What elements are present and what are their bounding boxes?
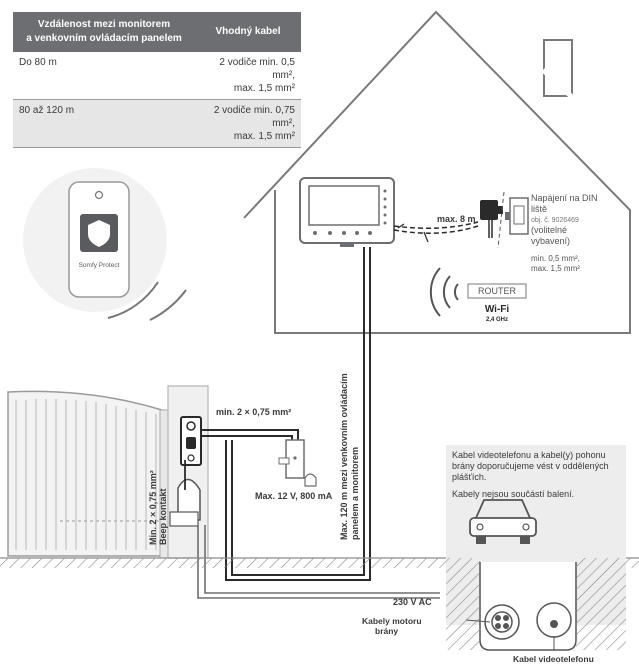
router-box [467, 283, 527, 299]
motor-cables-label-2: brány [375, 626, 398, 636]
wifi-signal-arc [442, 275, 451, 309]
din-cable-1: min. 0,5 mm², [531, 254, 580, 263]
lock-icon [304, 473, 317, 487]
shield-icon [88, 220, 110, 247]
din-ref: obj. č. 9026469 [531, 217, 579, 224]
vertical-label-1: Max. 120 m mezi venkovním ovládacím [339, 373, 349, 540]
remote-keyring-hole [94, 190, 104, 200]
cell-cable-line2: max. 1,5 mm² [233, 131, 295, 142]
electric-lock [278, 439, 317, 487]
din-title: Napájení na DIN [531, 193, 598, 203]
lock-cable-line [201, 429, 299, 440]
outdoor-panel [180, 416, 202, 466]
info-text-3: plášťích. [452, 472, 486, 482]
gate-cable-line1: Min. 2 × 0,75 mm² [148, 470, 158, 545]
remote-illustration [23, 168, 187, 321]
house-illustration [243, 10, 631, 334]
mains-label: 230 V AC [393, 597, 432, 607]
video-cable-label: Kabel videotelefonu [513, 654, 594, 664]
gate-cable-label: Min. 2 × 0,75 mm² Beep kontakt [148, 470, 168, 545]
motor-cables-label-1: Kabely motoru [362, 616, 422, 626]
info-text-4: Kabely nejsou součástí balení. [452, 489, 574, 499]
gate-cable-line2: Beep kontakt [158, 488, 168, 545]
remote-brand: somfy [88, 256, 110, 263]
din-optional-1: (volitelné [531, 225, 567, 235]
distance-label: max. 8 m [437, 214, 476, 224]
table-header-row: Vzdálenost mezi monitorem a venkovním ov… [13, 12, 301, 52]
table-row: 80 až 120 m 2 vodiče min. 0,75 mm², max.… [13, 99, 301, 148]
remote-label: Somfy Protect [78, 262, 120, 269]
mains-cable-line [204, 525, 440, 594]
router-label: ROUTER [478, 286, 517, 296]
wifi-band: 2,4 GHz [486, 317, 508, 323]
cell-cable: 2 vodiče min. 0,75 mm², max. 1,5 mm² [195, 99, 301, 148]
vertical-cable-label: Max. 120 m mezi venkovním ovládacím pane… [339, 373, 360, 540]
info-text-2: brány doporučujeme vést v oddělených [452, 461, 609, 471]
house-outline [243, 10, 631, 334]
router [429, 267, 527, 317]
remote-signal-arc [107, 281, 159, 319]
din-rail-power-supply [497, 191, 529, 249]
gate-illustration [7, 385, 209, 559]
remote-signal-arc [149, 289, 187, 321]
header-distance: Vzdálenost mezi monitorem a venkovním ov… [13, 12, 195, 52]
power-adapter [393, 200, 503, 243]
wifi-signal-arc [454, 283, 459, 301]
cell-cable: 2 vodiče min. 0,5 mm², max. 1,5 mm² [195, 52, 301, 100]
house-chimney [543, 39, 573, 97]
din-optional-2: vybavení) [531, 236, 570, 246]
gate-panel [7, 390, 163, 557]
cell-distance: Do 80 m [13, 52, 195, 100]
indoor-monitor [299, 177, 395, 247]
monitor-screen [308, 185, 380, 226]
lock-cable-label: min. 2 × 0,75 mm² [216, 407, 291, 417]
mains-cable-line [197, 525, 440, 599]
din-title-2: liště [531, 204, 547, 214]
cell-cable-line2: max. 1,5 mm² [233, 83, 295, 94]
wifi-label: Wi-Fi [485, 304, 510, 315]
cell-cable-line1: 2 vodiče min. 0,5 mm², [219, 57, 295, 81]
info-text-1: Kabel videotelefonu a kabel(y) pohonu [452, 450, 606, 460]
ground-strip [0, 558, 639, 568]
table-row: Do 80 m 2 vodiče min. 0,5 mm², max. 1,5 … [13, 52, 301, 100]
gate-pillar [167, 385, 209, 559]
cell-cable-line1: 2 vodiče min. 0,75 mm², [213, 105, 295, 129]
video-cable-line [225, 247, 371, 581]
info-box [446, 445, 626, 651]
video-cable-line [231, 247, 365, 576]
gate-motor [177, 478, 201, 521]
lock-cable-line [201, 435, 293, 440]
cell-distance: 80 až 120 m [13, 99, 195, 148]
wifi-signal-arc [429, 267, 441, 317]
lock-rating: Max. 12 V, 800 mA [255, 491, 333, 501]
vertical-label-2: panelem a monitorem [350, 447, 360, 540]
header-cable: Vhodný kabel [195, 12, 301, 52]
cable-table: Vzdálenost mezi monitorem a venkovním ov… [13, 12, 301, 148]
din-cable-2: max. 1,5 mm² [531, 264, 580, 273]
header-distance-text: Vzdálenost mezi monitorem a venkovním ov… [26, 19, 182, 44]
